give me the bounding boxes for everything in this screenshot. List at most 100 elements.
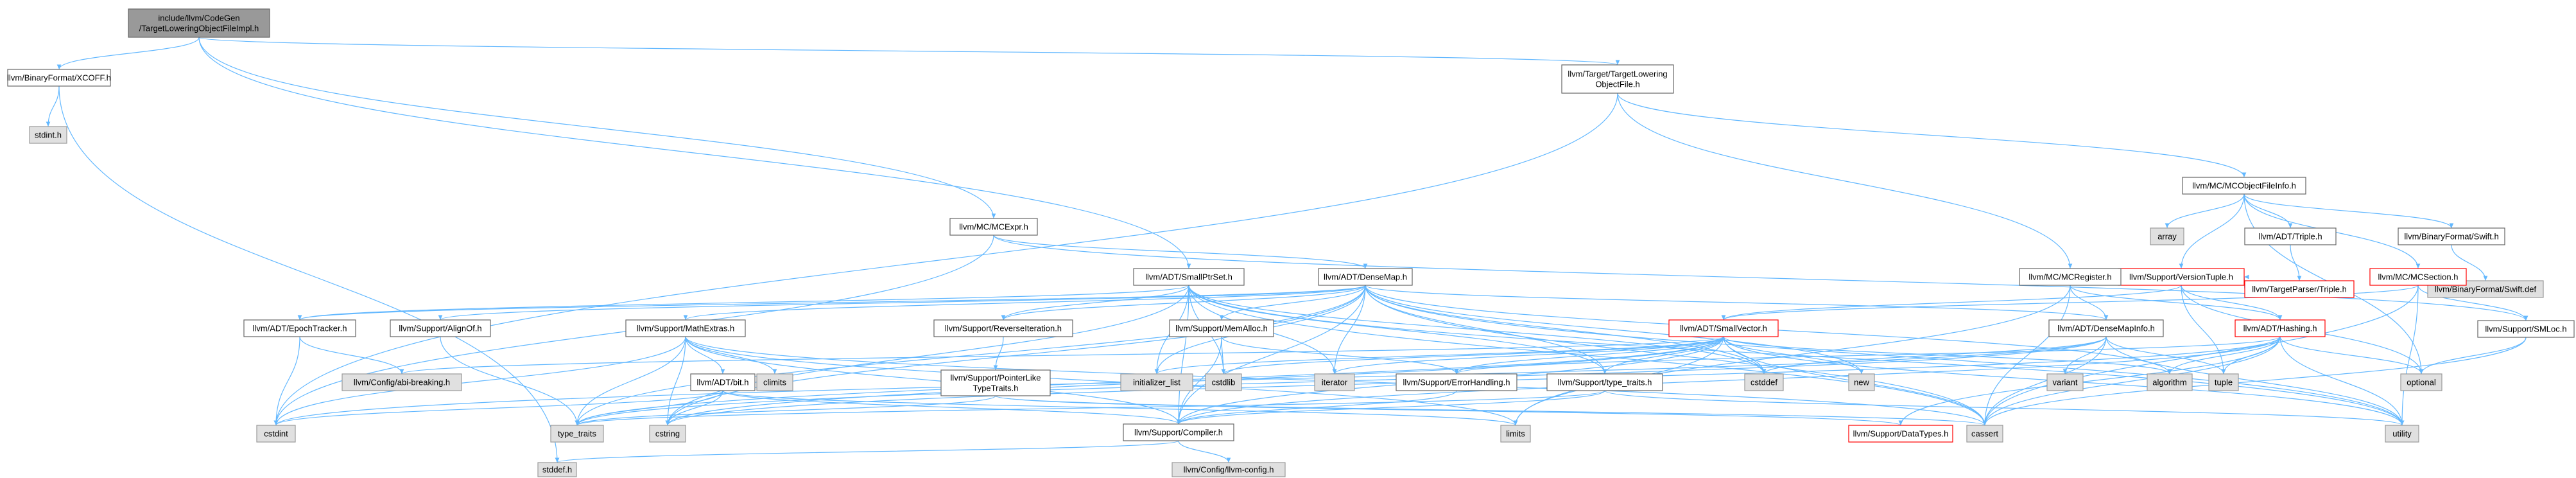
edge-root-to-smallptrset	[198, 37, 1191, 269]
node-xcoff[interactable]: llvm/BinaryFormat/XCOFF.h	[7, 69, 111, 87]
edge-line	[1617, 93, 2247, 178]
node-box	[390, 319, 491, 337]
node-label: initializer_list	[1133, 378, 1180, 387]
edge-line	[273, 336, 686, 426]
node-label: stddef.h	[542, 465, 572, 475]
edge-line	[299, 336, 404, 375]
edge-mathextras-to-cstring	[665, 336, 686, 426]
node-label: cstdint	[264, 429, 288, 439]
edge-densemap-to-mathextras	[683, 285, 1366, 321]
node-mcregister[interactable]: llvm/MC/MCRegister.h	[2019, 268, 2122, 286]
node-reverseiter[interactable]: llvm/Support/ReverseIteration.h	[933, 319, 1073, 337]
edge-smloc-to-optional	[2419, 337, 2527, 375]
edge-hashing-to-optional	[2279, 336, 2424, 375]
edge-line	[1176, 390, 1605, 425]
edge-line	[683, 285, 1366, 321]
node-label: llvm/Config/llvm-config.h	[1184, 465, 1274, 475]
edge-smallvector-to-new	[1723, 336, 1864, 375]
node-label: type_traits	[558, 429, 596, 439]
edge-smallptrset-to-cstring	[665, 285, 1189, 426]
node-bit[interactable]: llvm/ADT/bit.h	[690, 373, 756, 391]
node-hashing[interactable]: llvm/ADT/Hashing.h	[2235, 319, 2326, 337]
node-label: llvm/Support/DataTypes.h	[1853, 429, 1949, 439]
node-label: llvm/Support/ReverseIteration.h	[945, 324, 1062, 333]
node-box	[7, 69, 111, 87]
node-datatypes[interactable]: llvm/Support/DataTypes.h	[1848, 425, 1953, 443]
edge-smallvector-to-cstdlib	[1221, 336, 1724, 375]
edge-ptrlike-to-type_traits	[575, 395, 996, 426]
edge-line	[575, 395, 996, 426]
node-versiontuple[interactable]: llvm/Support/VersionTuple.h	[2118, 268, 2245, 286]
node-label: llvm/ADT/SmallVector.h	[1680, 324, 1767, 333]
node-mathextras[interactable]: llvm/Support/MathExtras.h	[625, 319, 746, 337]
node-box	[1966, 425, 2003, 443]
node-densemapinfo[interactable]: llvm/ADT/DenseMapInfo.h	[2048, 319, 2164, 337]
node-mcexpr[interactable]: llvm/MC/MCExpr.h	[949, 218, 1038, 236]
node-box	[1546, 373, 1663, 391]
node-box	[1744, 373, 1784, 391]
edge-densemap-to-compiler	[1176, 285, 1366, 425]
node-box	[2400, 373, 2442, 391]
edge-line	[2243, 193, 2454, 229]
node-densemap[interactable]: llvm/ADT/DenseMap.h	[1318, 268, 1413, 286]
node-label: llvm/MC/MCRegister.h	[2028, 272, 2111, 282]
edge-line	[1221, 336, 1459, 375]
edge-line	[438, 285, 1366, 321]
edge-line	[1602, 336, 1724, 375]
edge-memalloc-to-errorhandling	[1221, 336, 1459, 375]
node-smloc[interactable]: llvm/Support/SMLoc.h	[2477, 320, 2575, 338]
node-box	[1171, 462, 1286, 477]
edge-hashing-to-tuple	[2221, 336, 2281, 375]
edge-xcoff-to-stdint	[46, 85, 60, 127]
node-label: cassert	[1971, 429, 1998, 439]
node-label: TypeTraits.h	[972, 384, 1018, 393]
node-iterator: iterator	[1314, 373, 1355, 391]
node-triple[interactable]: llvm/ADT/Triple.h	[2244, 227, 2337, 245]
node-mcsection[interactable]: llvm/MC/MCSection.h	[2369, 268, 2467, 286]
node-memalloc[interactable]: llvm/Support/MemAlloc.h	[1169, 319, 1274, 337]
node-label: llvm/ADT/DenseMap.h	[1324, 272, 1407, 282]
node-swift[interactable]: llvm/BinaryFormat/Swift.h	[2398, 227, 2505, 245]
node-mcobjinfo[interactable]: llvm/MC/MCObjectFileInfo.h	[2182, 177, 2306, 195]
node-smallvector[interactable]: llvm/ADT/SmallVector.h	[1668, 319, 1779, 337]
edge-smallvector-to-errorhandling	[1454, 336, 1724, 375]
node-typetraits_h[interactable]: llvm/Support/type_traits.h	[1546, 373, 1663, 391]
node-box	[1169, 319, 1274, 337]
edge-mcsection-to-smloc	[2417, 285, 2528, 321]
edge-densemap-to-epoch	[298, 285, 1366, 321]
node-box	[1848, 425, 1953, 443]
edge-root-to-mcexpr	[198, 37, 996, 219]
node-label: llvm/Support/type_traits.h	[1558, 378, 1652, 387]
edge-line	[1176, 285, 1366, 425]
edge-line	[685, 336, 725, 375]
edge-smallptrset-to-typetraits_h	[1188, 285, 1607, 375]
node-array: array	[2150, 227, 2184, 245]
node-box	[1314, 373, 1355, 391]
edge-line	[298, 285, 1189, 321]
node-type_traits: type_traits	[550, 425, 604, 443]
node-errorhandling[interactable]: llvm/Support/ErrorHandling.h	[1396, 373, 1517, 391]
node-smallptrset[interactable]: llvm/ADT/SmallPtrSet.h	[1133, 268, 1245, 286]
node-tptriple[interactable]: llvm/TargetParser/Triple.h	[2244, 280, 2355, 298]
node-compiler[interactable]: llvm/Support/Compiler.h	[1123, 423, 1234, 441]
edge-versiontuple-to-smallvector	[1721, 285, 2182, 321]
node-epoch[interactable]: llvm/ADT/EpochTracker.h	[243, 319, 356, 337]
graph-edges	[46, 37, 2528, 463]
node-cstddef: cstddef	[1744, 373, 1784, 391]
edge-smallvector-to-abibreaking	[400, 336, 1724, 375]
edge-densemap-to-iterator	[1332, 285, 1366, 375]
node-box	[756, 373, 793, 391]
node-algorithm: algorithm	[2147, 373, 2193, 391]
node-box	[550, 425, 604, 443]
edge-line	[665, 336, 686, 426]
node-alignof[interactable]: llvm/Support/AlignOf.h	[390, 319, 491, 337]
node-tlof[interactable]: llvm/Target/TargetLoweringObjectFile.h	[1561, 64, 1674, 94]
edge-compiler-to-llvmconfig	[1178, 440, 1231, 463]
node-label: llvm/Support/ErrorHandling.h	[1403, 378, 1510, 387]
node-limits: limits	[1500, 425, 1531, 443]
node-label: ObjectFile.h	[1595, 80, 1639, 89]
edge-smallptrset-to-reverseiter	[1001, 285, 1189, 321]
node-label: limits	[1506, 429, 1525, 439]
